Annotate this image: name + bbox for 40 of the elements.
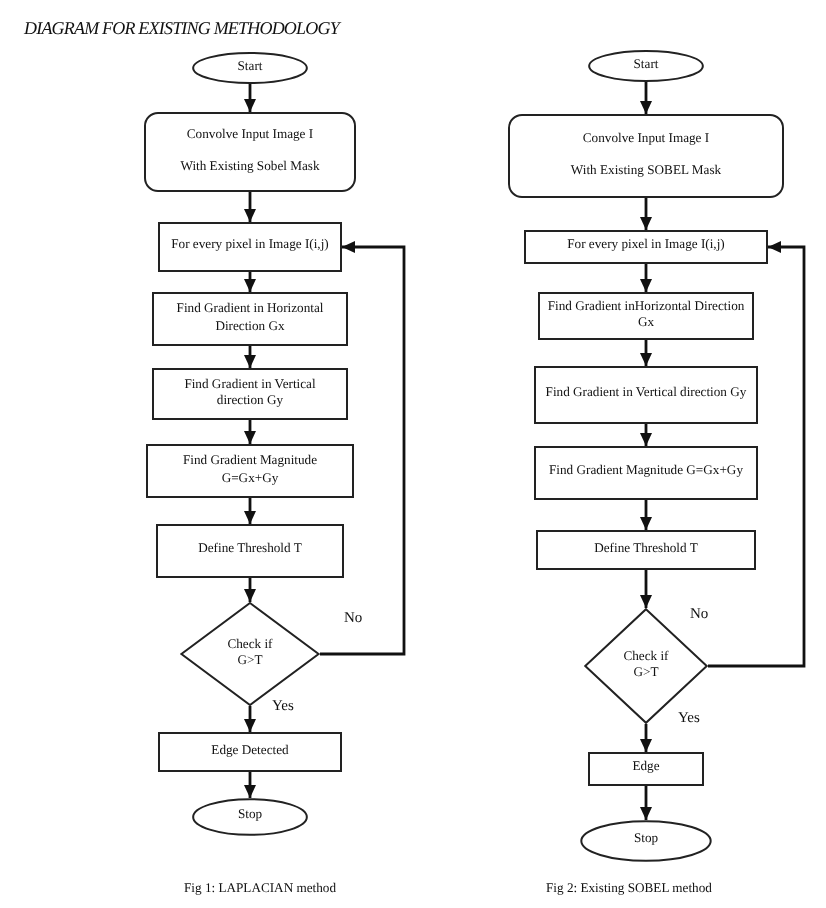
- process-box: [538, 292, 754, 340]
- process-box: [588, 752, 704, 786]
- flow-arrow: [640, 424, 652, 446]
- flow-arrow: [640, 786, 652, 820]
- flow-arrow: [640, 500, 652, 530]
- flow-arrow: [640, 724, 652, 752]
- flow-arrow: [244, 498, 256, 524]
- flow-arrow: [640, 82, 652, 114]
- terminal-ellipse: [580, 820, 712, 862]
- process-box: [156, 524, 344, 578]
- flow-arrow: [244, 578, 256, 602]
- flow-arrow: [640, 570, 652, 608]
- flow-arrow: [244, 272, 256, 292]
- flow-arrow: [244, 420, 256, 444]
- flow-arrow: [244, 84, 256, 112]
- process-box: [534, 366, 758, 424]
- process-box: [152, 368, 348, 420]
- flow-arrow: [640, 198, 652, 230]
- flow-arrow: [320, 241, 406, 656]
- flow-arrow: [244, 192, 256, 222]
- flow-arrow: [640, 264, 652, 292]
- process-box: [146, 444, 354, 498]
- flow-arrow: [244, 706, 256, 732]
- diagram-title: DIAGRAM FOR EXISTING METHODOLOGY: [24, 18, 339, 38]
- process-box: [508, 114, 784, 198]
- process-box: [158, 222, 342, 272]
- process-box: [536, 530, 756, 570]
- flow-arrow: [244, 346, 256, 368]
- process-box: [144, 112, 356, 192]
- decision-diamond: [584, 608, 708, 724]
- flow-arrow: [640, 340, 652, 366]
- process-box: [524, 230, 768, 264]
- process-box: [534, 446, 758, 500]
- terminal-ellipse: [192, 798, 308, 836]
- terminal-ellipse: [588, 50, 704, 82]
- process-box: [152, 292, 348, 346]
- flow-arrow: [244, 772, 256, 798]
- flow-arrow: [708, 241, 806, 668]
- terminal-ellipse: [192, 52, 308, 84]
- process-box: [158, 732, 342, 772]
